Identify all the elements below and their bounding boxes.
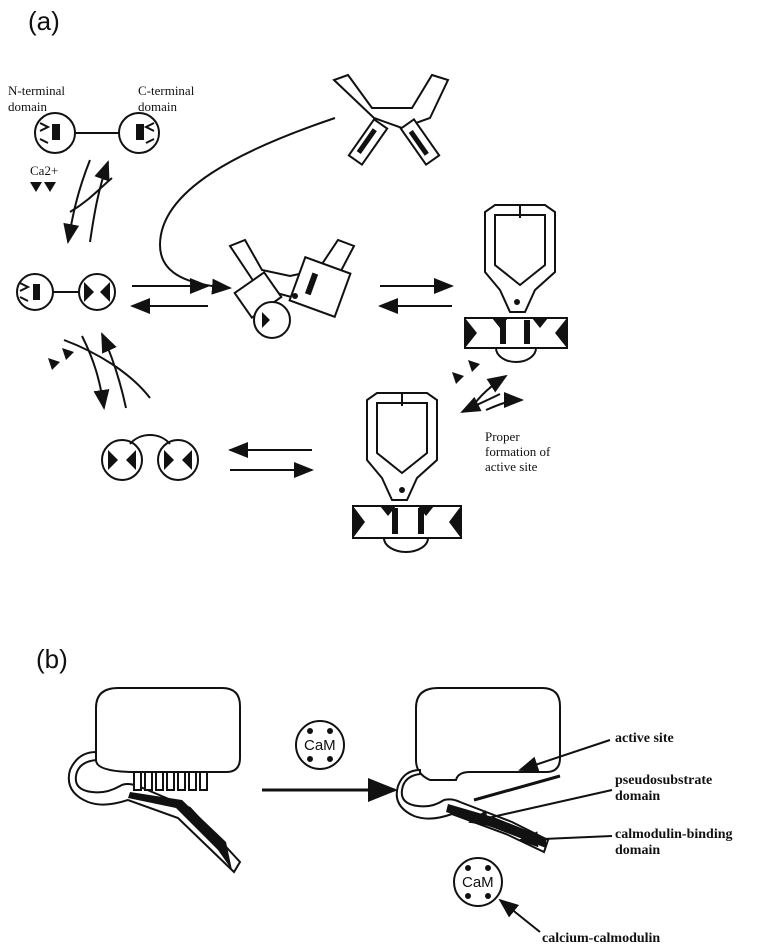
- c-terminal-label: C-terminal: [138, 83, 195, 98]
- ca-binding-arrows: [68, 160, 112, 242]
- equilibrium-arrows-1: [132, 286, 208, 306]
- kinase-partial-complex: [230, 240, 354, 338]
- kinase-inhibited: [69, 688, 240, 872]
- cam-activator: CaM: [296, 721, 344, 769]
- ca-loss-arrows: [452, 360, 522, 412]
- ca-label: Ca2+: [30, 163, 58, 178]
- panel-b-label: (b): [36, 644, 68, 674]
- pseudosubstrate-teeth: [134, 772, 207, 790]
- calcium-triangles: [30, 182, 56, 192]
- kinase-active: [397, 688, 560, 852]
- kinase-apo: [334, 75, 448, 165]
- kinase-bound-complex-1: [465, 205, 567, 362]
- equilibrium-arrows-3: [230, 450, 312, 470]
- ca-triangles-lower: [48, 348, 74, 370]
- cam-bound: CaM: [454, 858, 502, 906]
- ca-binding-arrows-2: [64, 334, 150, 408]
- proper-formation-label-2: formation of: [485, 444, 551, 459]
- equilibrium-arrows-2: [380, 286, 452, 306]
- calmodulin-binding-label-2: domain: [615, 843, 660, 858]
- panel-a-label: (a): [28, 6, 60, 36]
- calcium-calmodulin-arrow: [500, 900, 540, 932]
- proper-formation-label: Proper: [485, 429, 520, 444]
- cam-label-2: CaM: [462, 874, 494, 891]
- pseudosubstrate-label-2: domain: [615, 789, 660, 804]
- calmodulin-apo: [35, 113, 159, 153]
- active-site-label: active site: [615, 731, 674, 746]
- kinase-bound-complex-2: [353, 393, 461, 552]
- pseudosubstrate-label: pseudosubstrate: [615, 773, 712, 788]
- calmodulin-ca-bound: [102, 435, 198, 480]
- calmodulin-binding-label: calmodulin-binding: [615, 827, 733, 842]
- calcium-calmodulin-label: calcium-calmodulin: [542, 931, 660, 946]
- calmodulin-partial: [17, 274, 115, 310]
- proper-formation-label-3: active site: [485, 459, 538, 474]
- n-terminal-label: N-terminal: [8, 83, 65, 98]
- n-terminal-label-2: domain: [8, 99, 47, 114]
- cam-label-1: CaM: [304, 737, 336, 754]
- c-terminal-label-2: domain: [138, 99, 177, 114]
